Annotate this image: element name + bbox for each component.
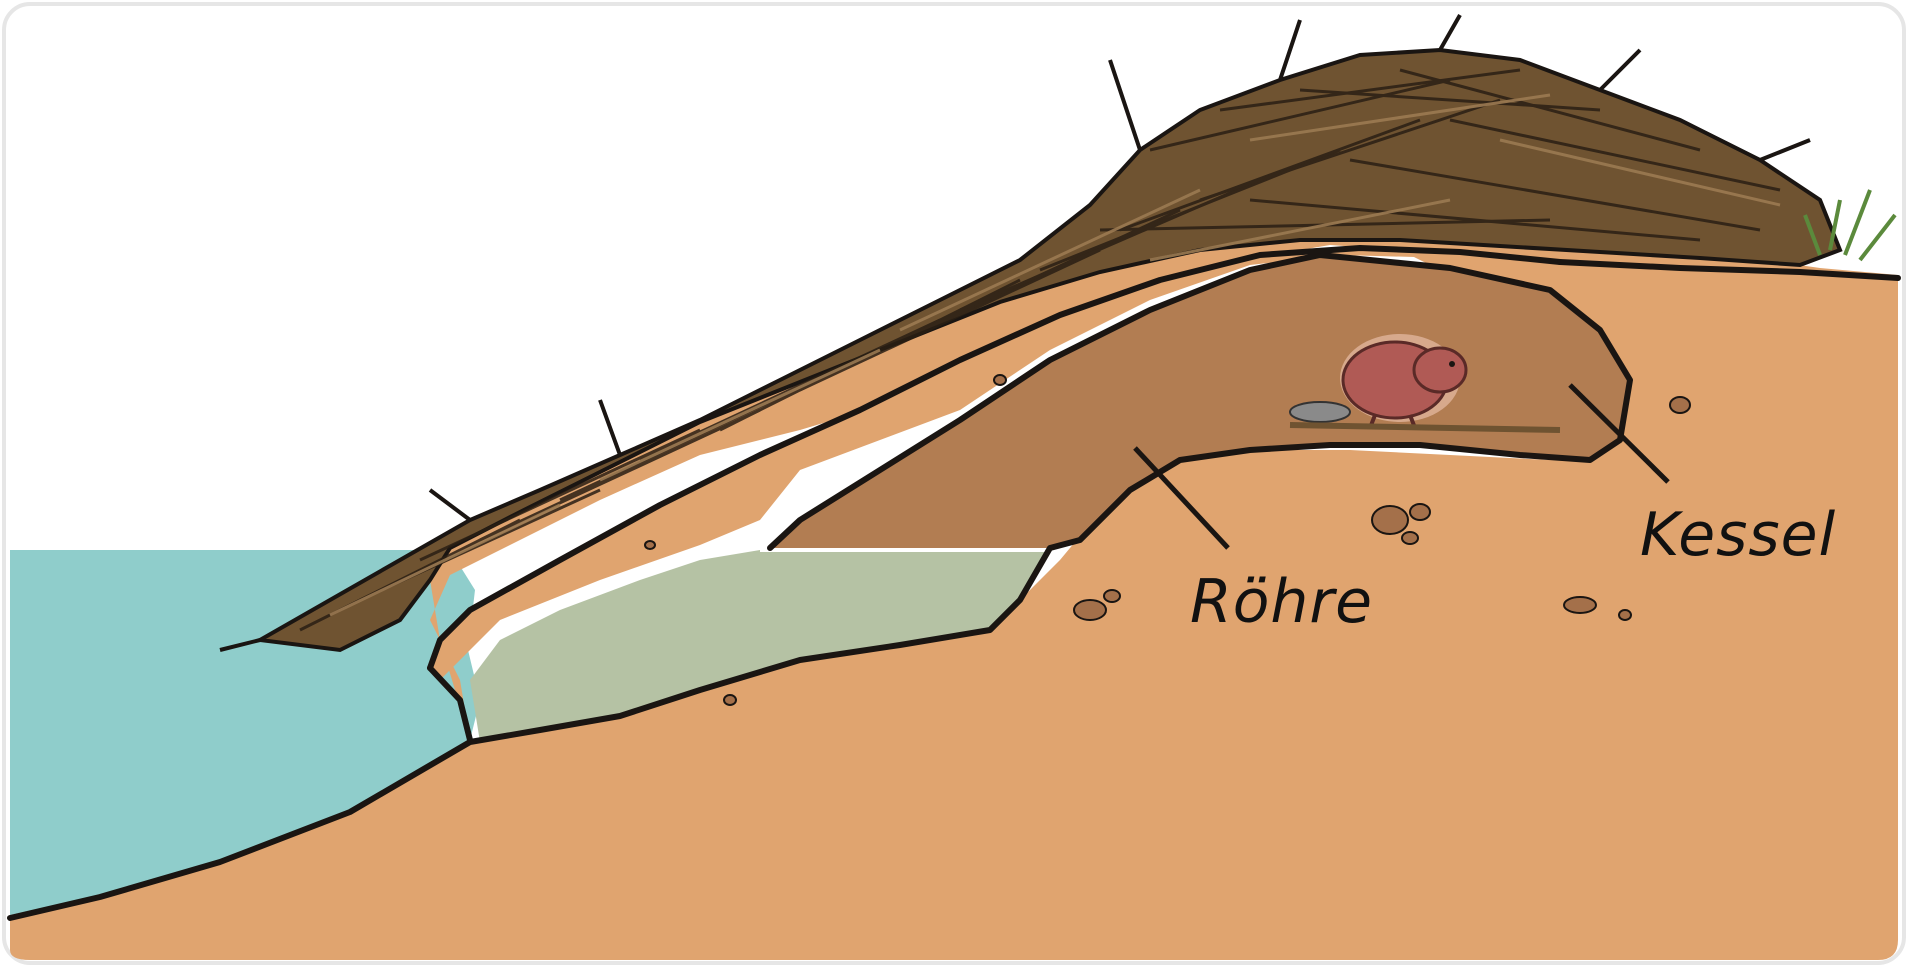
tube-label: Röhre [1190,572,1373,632]
chamber-label: Kessel [1640,505,1836,565]
